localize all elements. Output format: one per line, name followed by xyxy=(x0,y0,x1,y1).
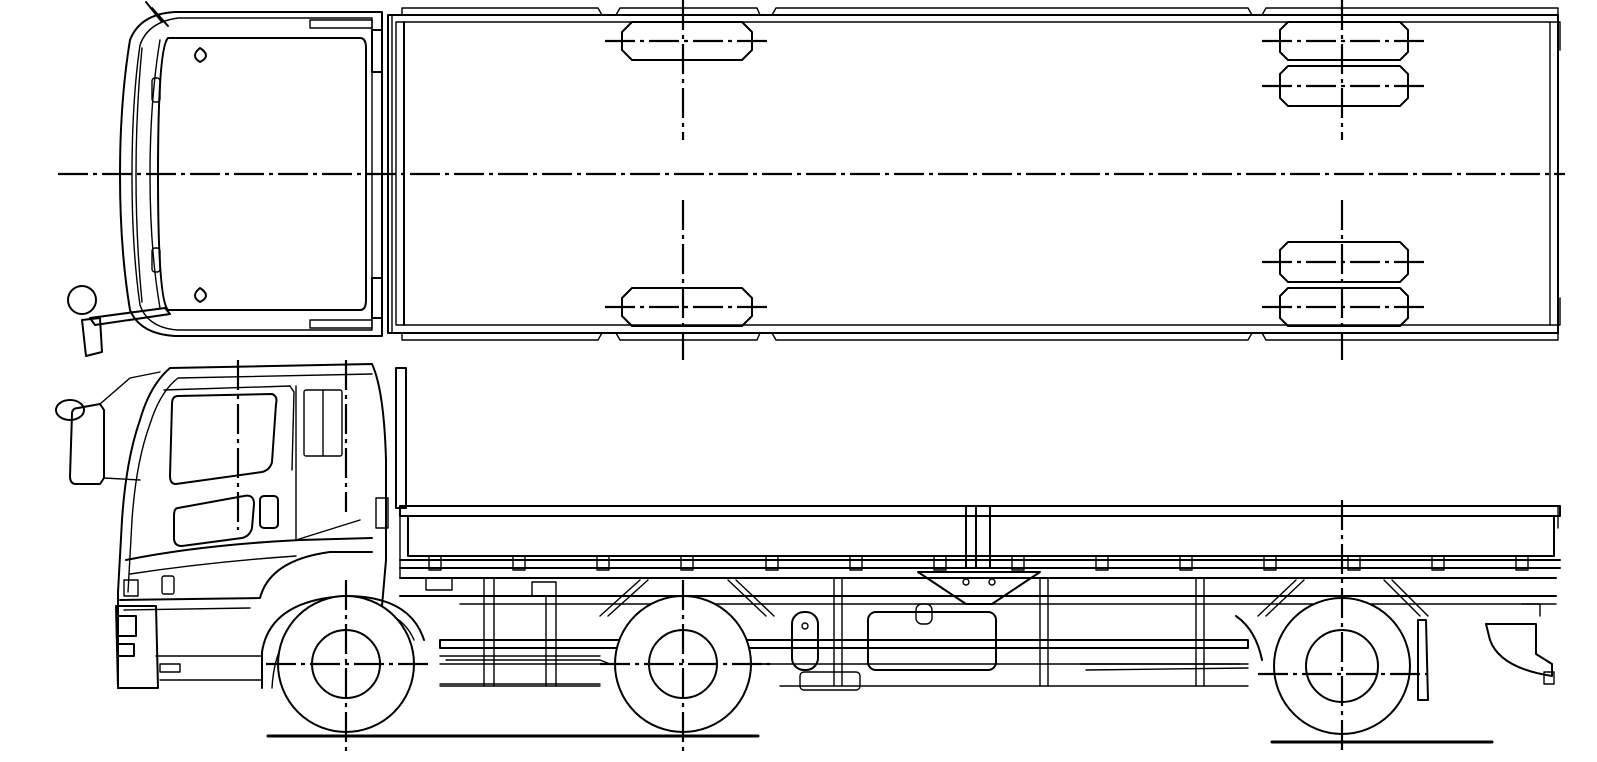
top-view-tires xyxy=(621,21,1409,327)
top-view xyxy=(58,0,1565,360)
side-rail-latches xyxy=(428,555,1529,571)
top-view-cab xyxy=(67,1,383,357)
side-view-wheels xyxy=(277,595,1411,735)
side-view xyxy=(55,360,1561,752)
side-view-centerlines xyxy=(236,360,1428,752)
side-view-chassis xyxy=(439,577,1555,701)
ground-lines xyxy=(266,734,1494,744)
side-view-cargo-body xyxy=(399,505,1561,605)
top-view-centerlines xyxy=(58,0,1565,360)
